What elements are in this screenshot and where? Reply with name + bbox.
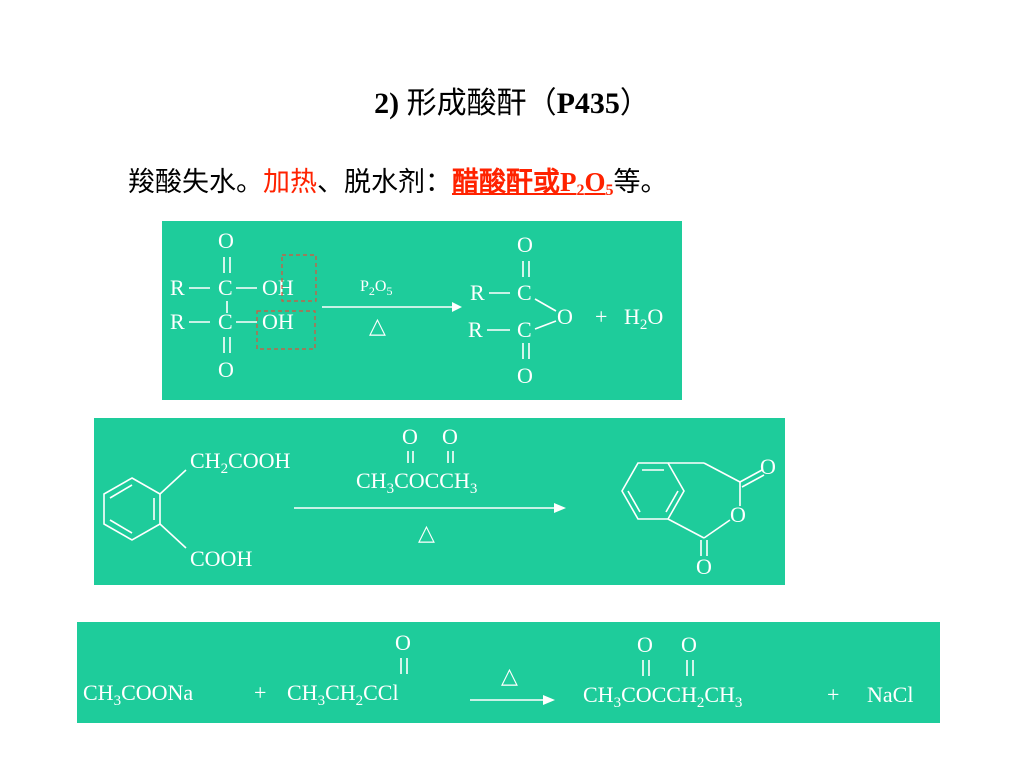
r3-heat-symbol: △ <box>501 663 518 688</box>
r1-oh2: OH <box>262 309 294 334</box>
r3-nacl: NaCl <box>867 682 913 707</box>
r1-oh1: OH <box>262 275 294 300</box>
r1-p-r2: R <box>468 317 483 342</box>
r1-c1: C <box>218 275 233 300</box>
r3-plus1: + <box>254 680 266 705</box>
subtitle-reagents: 醋酸酐或P2O5 <box>452 167 614 199</box>
subtitle-part3: 等。 <box>613 167 668 197</box>
reagent-o: O <box>584 167 606 197</box>
r1-p-o-bridge: O <box>557 304 573 329</box>
r1-r1: R <box>170 275 185 300</box>
title-close-paren: ） <box>619 87 650 120</box>
r3-plus2: + <box>827 682 839 707</box>
r1-o-top: O <box>218 228 234 253</box>
r1-o-bottom: O <box>218 357 234 382</box>
reaction3-diagram: CH3COONa + O CH3CH2CCl △ O O CH3COCCH2CH… <box>83 630 913 711</box>
r1-reagent: P2O5 <box>360 278 392 298</box>
title-text: 形成酸酐（ <box>406 87 557 120</box>
reaction1-diagram: O R C OH R C OH O P2O5 △ <box>170 228 663 388</box>
r1-c2: C <box>218 309 233 334</box>
r1-p-o-top: O <box>517 232 533 257</box>
r3-reactant2-o: O <box>395 630 411 655</box>
r3-reactant1: CH3COONa <box>83 680 193 709</box>
reaction2-panel: CH2COOH COOH O O CH3COCCH3 △ O O <box>94 418 785 585</box>
r1-p-o-bottom: O <box>517 363 533 388</box>
r2-reagent-o2: O <box>442 424 458 449</box>
r2-cooh: COOH <box>190 546 252 571</box>
reaction1-panel: O R C OH R C OH O P2O5 △ <box>162 221 682 400</box>
r2-ch2cooh: CH2COOH <box>190 448 291 477</box>
reagent-p: P <box>560 167 577 197</box>
title-number: 2) <box>374 87 400 120</box>
slide-title: 2) 形成酸酐（P435） <box>0 78 1024 122</box>
r1-r2: R <box>170 309 185 334</box>
r2-product-benzene <box>621 462 685 520</box>
reagent-p-sub: 2 <box>576 182 585 199</box>
r2-product-o-ring: O <box>730 502 746 527</box>
r1-p-c1: C <box>517 280 532 305</box>
r1-heat-symbol: △ <box>369 313 386 338</box>
title-page-ref: P435 <box>556 87 620 120</box>
r1-p-r1: R <box>470 280 485 305</box>
r1-water: H2O <box>624 304 663 333</box>
r2-reagent: CH3COCCH3 <box>356 468 477 497</box>
subtitle-part2: 、脱水剂： <box>317 167 452 197</box>
r2-benzene-ring <box>103 477 161 541</box>
r2-product-o-carbonyl2: O <box>696 554 712 579</box>
subtitle-heat: 加热 <box>263 167 317 197</box>
reagent-o-sub: 5 <box>605 182 614 199</box>
r3-product: CH3COCCH2CH3 <box>583 682 742 711</box>
r2-reagent-o1: O <box>402 424 418 449</box>
reaction3-panel: CH3COONa + O CH3CH2CCl △ O O CH3COCCH2CH… <box>77 622 940 723</box>
r1-dashed-box-top <box>281 254 317 302</box>
r2-heat-symbol: △ <box>418 520 435 545</box>
subtitle-part1: 羧酸失水。 <box>128 167 263 197</box>
r1-plus: + <box>595 304 607 329</box>
r3-reactant2: CH3CH2CCl <box>287 680 399 709</box>
r1-p-c2: C <box>517 317 532 342</box>
r1-dashed-box-bottom <box>256 310 316 350</box>
r2-product-o-carbonyl1: O <box>760 454 776 479</box>
reagent-cn: 醋酸酐或 <box>452 167 560 197</box>
r3-product-o1: O <box>637 632 653 657</box>
reaction2-diagram: CH2COOH COOH O O CH3COCCH3 △ O O <box>103 424 776 579</box>
r3-product-o2: O <box>681 632 697 657</box>
subtitle-line: 羧酸失水。加热、脱水剂：醋酸酐或P2O5等。 <box>128 160 668 200</box>
